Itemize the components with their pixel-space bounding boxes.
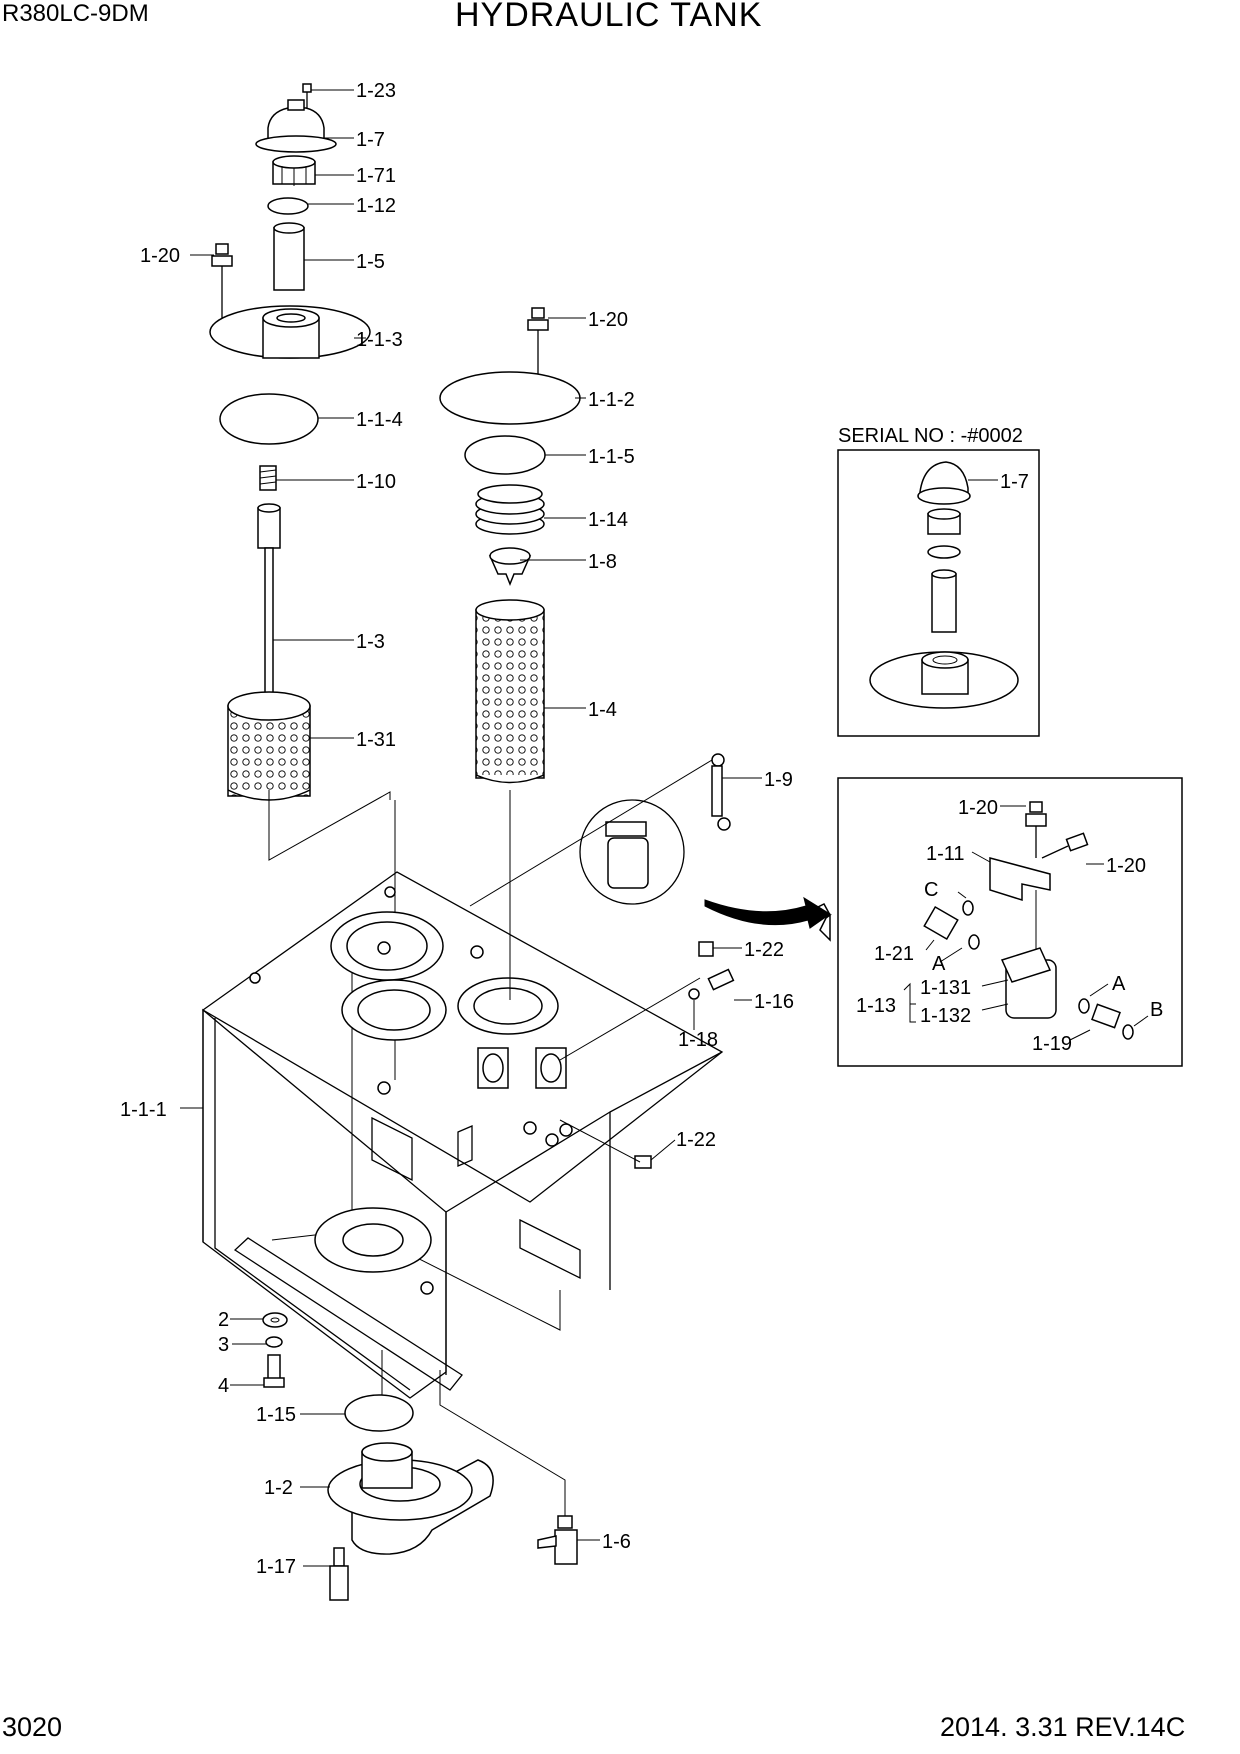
part-1-20-bolt-left bbox=[211, 243, 233, 318]
callout-1-12: 1-12 bbox=[356, 195, 396, 217]
callout-1-20-left: 1-20 bbox=[140, 245, 180, 267]
callout-4: 4 bbox=[218, 1375, 229, 1397]
callout-1-1-2: 1-1-2 bbox=[588, 389, 635, 411]
callout-1-1-3: 1-1-3 bbox=[356, 329, 403, 351]
callout-1-23: 1-23 bbox=[356, 80, 396, 102]
serial-inset: SERIAL NO : -#0002 1-7 bbox=[837, 425, 1040, 737]
part-1-1-3-cover bbox=[209, 305, 371, 359]
part-1-17-bolt bbox=[329, 1547, 349, 1601]
callout-1-6: 1-6 bbox=[602, 1531, 631, 1553]
callout-1-15: 1-15 bbox=[256, 1404, 296, 1426]
callout-1-8: 1-8 bbox=[588, 551, 617, 573]
callout-1-2: 1-2 bbox=[264, 1477, 293, 1499]
serial-inset-callout-1-7: 1-7 bbox=[1000, 471, 1029, 493]
part-1-31-strainer bbox=[227, 691, 311, 801]
detail-arrow bbox=[704, 896, 831, 929]
revision-date: 2014. 3.31 REV.14C bbox=[940, 1712, 1186, 1742]
part-1-15-o-ring bbox=[344, 1394, 414, 1432]
part-1-18-o-ring bbox=[688, 988, 700, 1000]
part-1-22-plug-upper bbox=[698, 941, 714, 957]
part-1-1-4-o-ring bbox=[219, 393, 319, 445]
callout-1-20-center: 1-20 bbox=[588, 309, 628, 331]
part-1-9-level-gauge bbox=[711, 753, 731, 831]
callout-1-22-upper: 1-22 bbox=[744, 939, 784, 961]
detail-callout-1-132: 1-132 bbox=[920, 1005, 971, 1027]
callout-1-22-lower: 1-22 bbox=[676, 1129, 716, 1151]
detail-callout-1-20-side: 1-20 bbox=[1106, 855, 1146, 877]
part-1-1-5-o-ring bbox=[464, 435, 546, 475]
callout-1-3: 1-3 bbox=[356, 631, 385, 653]
callout-1-7: 1-7 bbox=[356, 129, 385, 151]
part-1-10-spring bbox=[259, 465, 277, 491]
part-2-washer bbox=[262, 1312, 288, 1328]
detail-callout-C: C bbox=[924, 879, 938, 901]
detail-callout-1-21: 1-21 bbox=[874, 943, 914, 965]
model-number: R380LC-9DM bbox=[2, 0, 149, 27]
part-1-14-spring bbox=[475, 484, 545, 535]
detail-callout-1-13: 1-13 bbox=[856, 995, 896, 1017]
part-1-2-suction-pipe bbox=[327, 1442, 494, 1555]
detail-callout-1-131: 1-131 bbox=[920, 977, 971, 999]
callout-1-9: 1-9 bbox=[764, 769, 793, 791]
part-1-5-tube bbox=[273, 222, 305, 291]
callout-1-31: 1-31 bbox=[356, 729, 396, 751]
part-1-71 bbox=[272, 155, 316, 186]
part-1-6-drain-valve bbox=[537, 1515, 578, 1565]
callout-1-71: 1-71 bbox=[356, 165, 396, 187]
serial-inset-title: SERIAL NO : -#0002 bbox=[838, 425, 1023, 447]
detail-callout-1-20-top: 1-20 bbox=[958, 797, 998, 819]
part-1-7-cap bbox=[255, 99, 337, 153]
callout-1-1-5: 1-1-5 bbox=[588, 446, 635, 468]
page-title: HYDRAULIC TANK bbox=[455, 0, 763, 34]
page-number: 3020 bbox=[2, 1712, 63, 1742]
callout-1-10: 1-10 bbox=[356, 471, 396, 493]
callout-1-1-4: 1-1-4 bbox=[356, 409, 403, 431]
callout-1-18: 1-18 bbox=[678, 1029, 718, 1051]
detail-callout-A-right: A bbox=[1112, 973, 1126, 995]
part-1-12-snap-ring bbox=[267, 197, 309, 215]
callout-3: 3 bbox=[218, 1334, 229, 1356]
callout-2: 2 bbox=[218, 1309, 229, 1331]
callout-1-5: 1-5 bbox=[356, 251, 385, 273]
leader-lines bbox=[180, 89, 762, 1567]
callout-1-17: 1-17 bbox=[256, 1556, 296, 1578]
part-1-4-filter-element bbox=[475, 599, 545, 784]
callout-1-16: 1-16 bbox=[754, 991, 794, 1013]
callout-1-1-1: 1-1-1 bbox=[120, 1099, 167, 1121]
part-1-20-bolt-center bbox=[527, 307, 549, 378]
part-1-16-fitting bbox=[707, 968, 735, 991]
callout-labels: 1-23 1-7 1-71 1-12 1-20 1-5 1-1-3 1-1-4 … bbox=[120, 80, 794, 1578]
detail-callout-1-11: 1-11 bbox=[926, 843, 965, 865]
callout-1-14: 1-14 bbox=[588, 509, 628, 531]
part-1-22-plug-lower bbox=[634, 1155, 652, 1169]
detail-callout-B: B bbox=[1150, 999, 1163, 1021]
callout-1-4: 1-4 bbox=[588, 699, 617, 721]
part-1-8-valve bbox=[488, 547, 532, 587]
part-3-washer bbox=[265, 1336, 283, 1348]
tank-body bbox=[201, 800, 724, 1399]
part-1-1-2-cover bbox=[439, 371, 581, 425]
detail-callout-1-19: 1-19 bbox=[1032, 1033, 1072, 1055]
part-1-3-rod bbox=[257, 503, 281, 705]
detail-inset: 1-20 1-11 1-20 C 1-21 A 1-13 1-131 1-132… bbox=[837, 777, 1183, 1067]
part-4-bolt bbox=[263, 1354, 285, 1388]
return-filter-detail-circle bbox=[579, 799, 832, 942]
detail-callout-A-left: A bbox=[932, 953, 946, 975]
